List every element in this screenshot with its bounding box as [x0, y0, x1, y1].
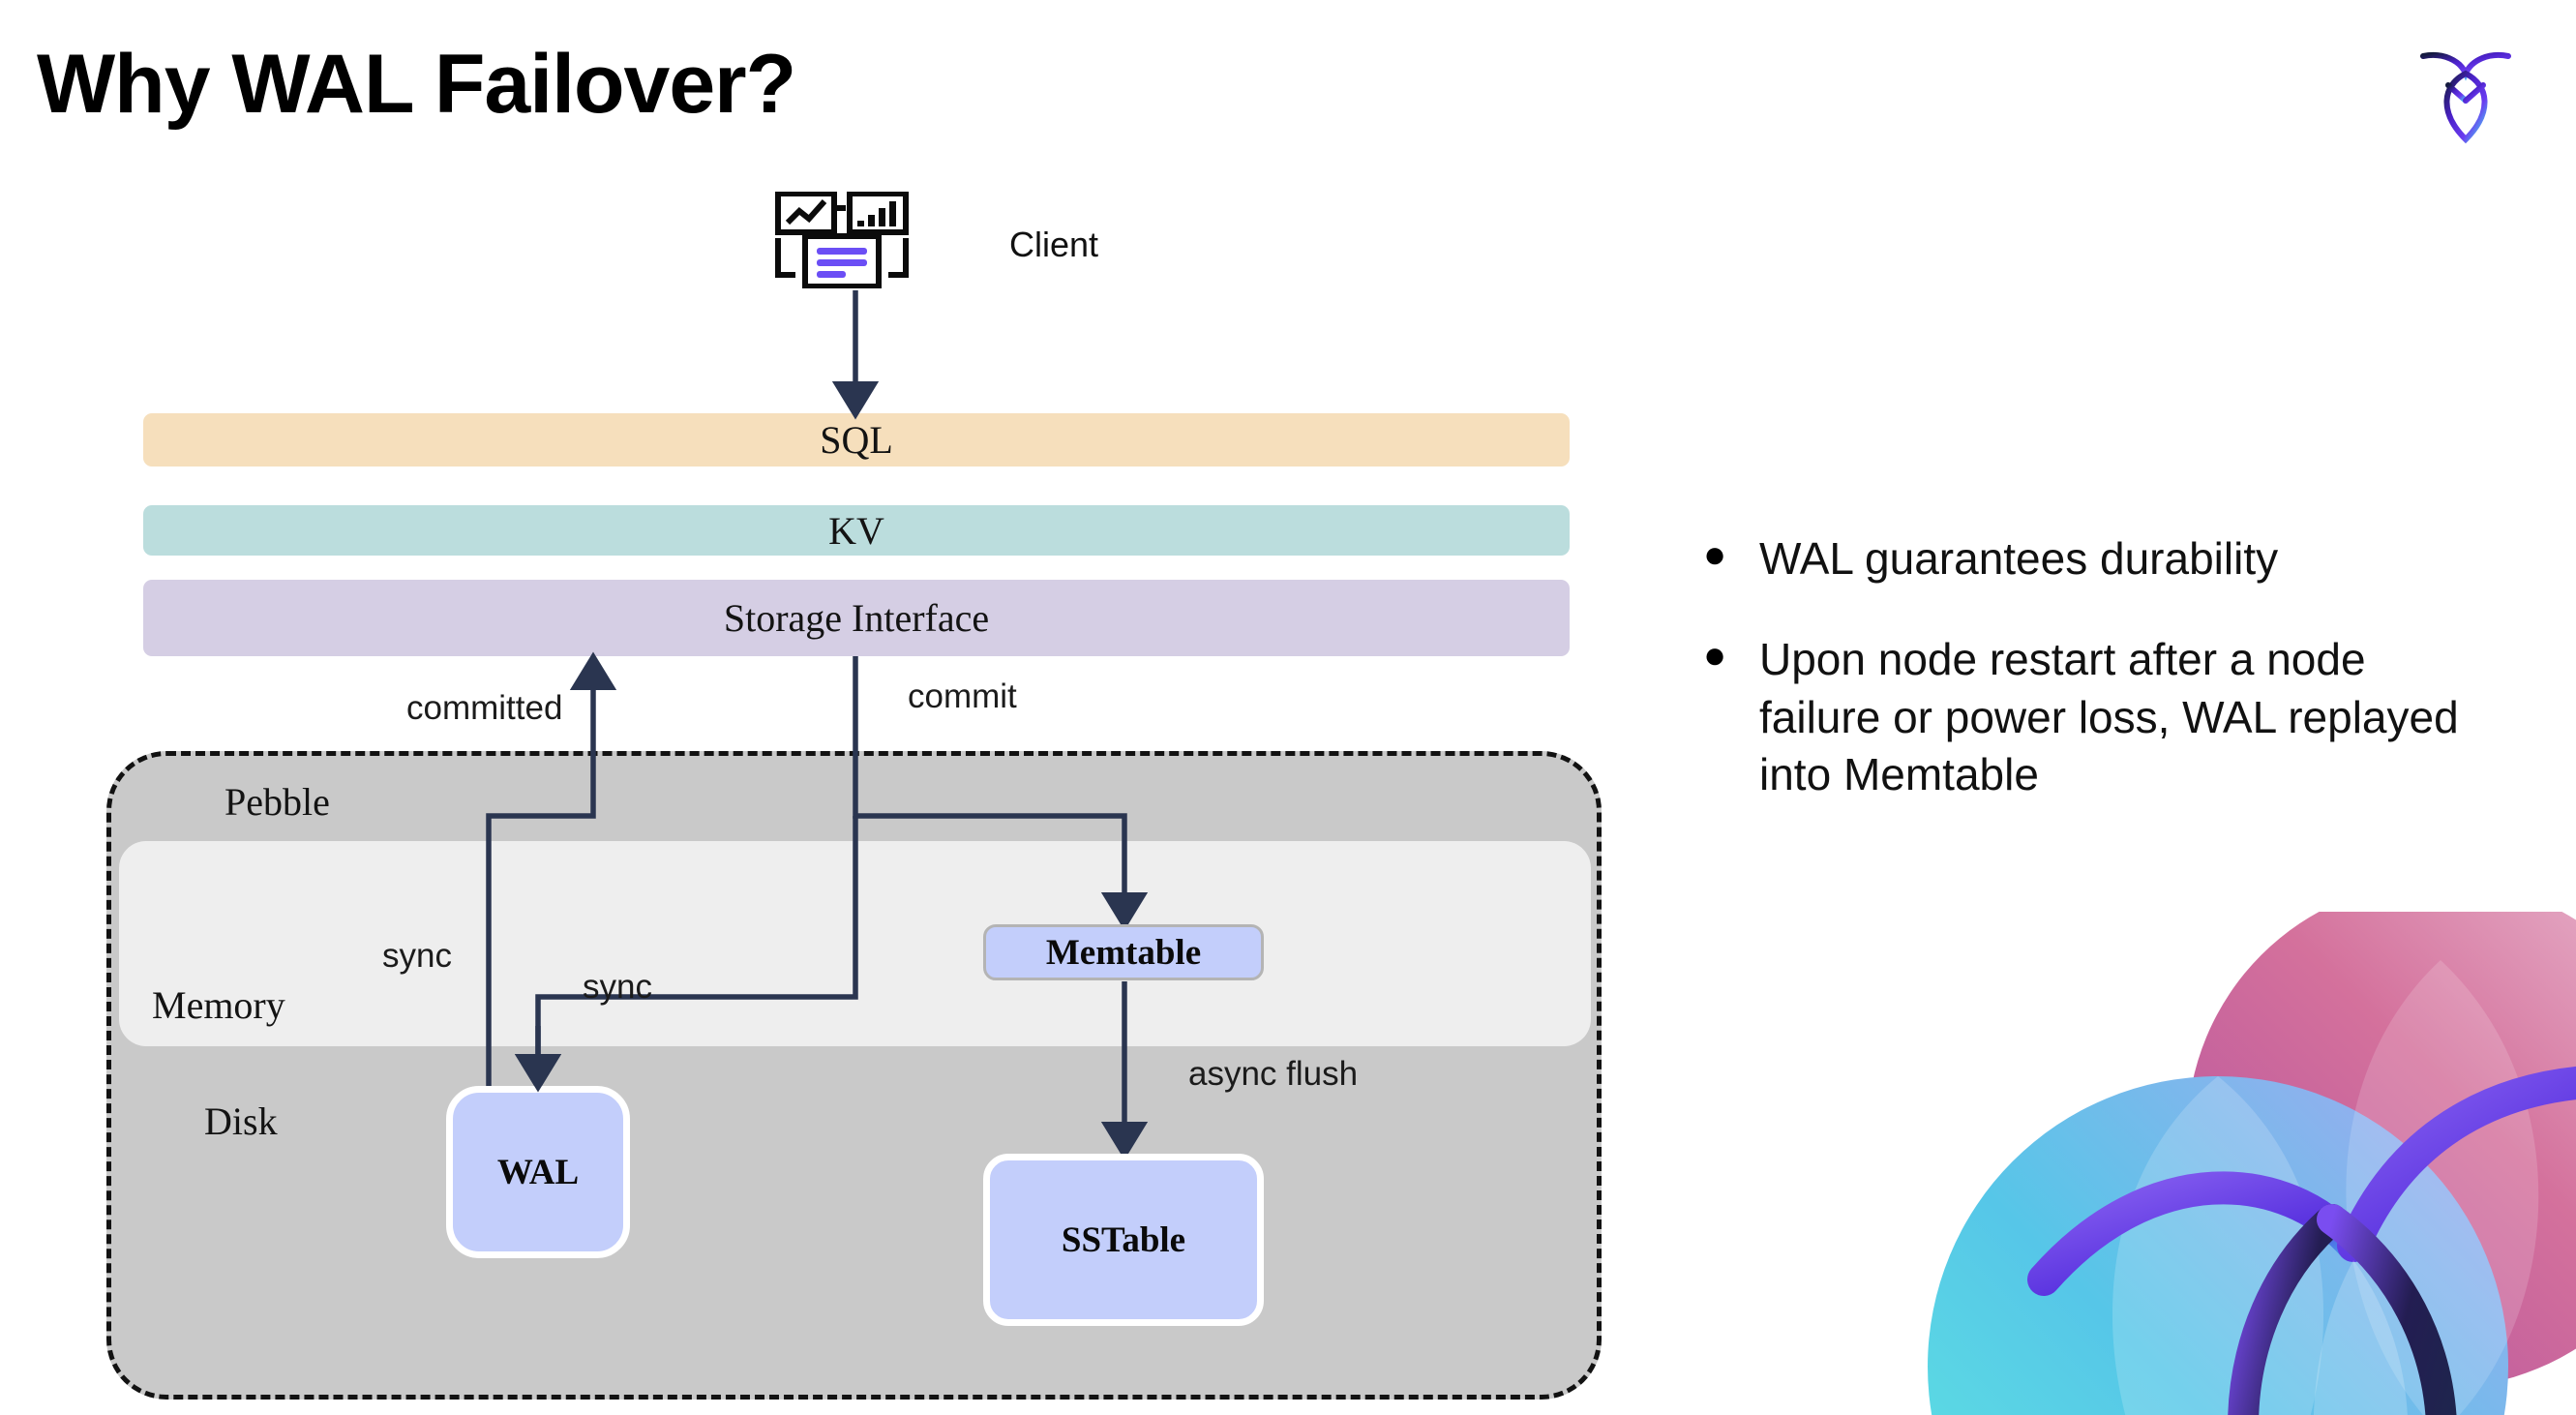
page-title: Why WAL Failover?	[37, 38, 796, 131]
layer-bar-kv: KV	[143, 505, 1570, 556]
layer-bar-sql: SQL	[143, 413, 1570, 467]
decorative-logo-art	[1928, 912, 2576, 1415]
node-label-wal: WAL	[496, 1152, 580, 1192]
edge-label-sync-2: sync	[583, 968, 652, 1006]
bullet-text: Upon node restart after a node failure o…	[1759, 633, 2459, 800]
pebble-label: Pebble	[225, 780, 330, 824]
bullet-text: WAL guarantees durability	[1759, 533, 2279, 584]
layer-bar-storage: Storage Interface	[143, 580, 1570, 656]
edge-label-sync-1: sync	[382, 937, 452, 975]
client-dashboard-icon	[774, 191, 929, 289]
node-sstable: SSTable	[983, 1154, 1264, 1326]
disk-label: Disk	[204, 1099, 278, 1143]
node-label-memtable: Memtable	[1045, 932, 1202, 973]
edge-label-commit: commit	[908, 677, 1017, 715]
bullet-marker: ●	[1703, 633, 1727, 677]
node-label-sstable: SSTable	[1061, 1219, 1186, 1260]
memory-label: Memory	[152, 983, 285, 1027]
layer-label-sql: SQL	[820, 418, 893, 462]
memory-region	[119, 841, 1591, 1046]
list-item: ● Upon node restart after a node failure…	[1703, 631, 2497, 804]
node-memtable: Memtable	[983, 924, 1264, 980]
node-wal: WAL	[446, 1086, 630, 1258]
layer-label-storage: Storage Interface	[723, 596, 990, 640]
layer-label-kv: KV	[828, 508, 884, 553]
bullet-marker: ●	[1703, 533, 1727, 576]
cockroach-logo-icon	[2408, 33, 2524, 149]
bullet-list: ● WAL guarantees durability ● Upon node …	[1703, 530, 2497, 847]
edge-label-async-flush: async flush	[1188, 1055, 1359, 1093]
edge-label-committed: committed	[406, 689, 563, 727]
client-label: Client	[1009, 225, 1099, 264]
list-item: ● WAL guarantees durability	[1703, 530, 2497, 588]
